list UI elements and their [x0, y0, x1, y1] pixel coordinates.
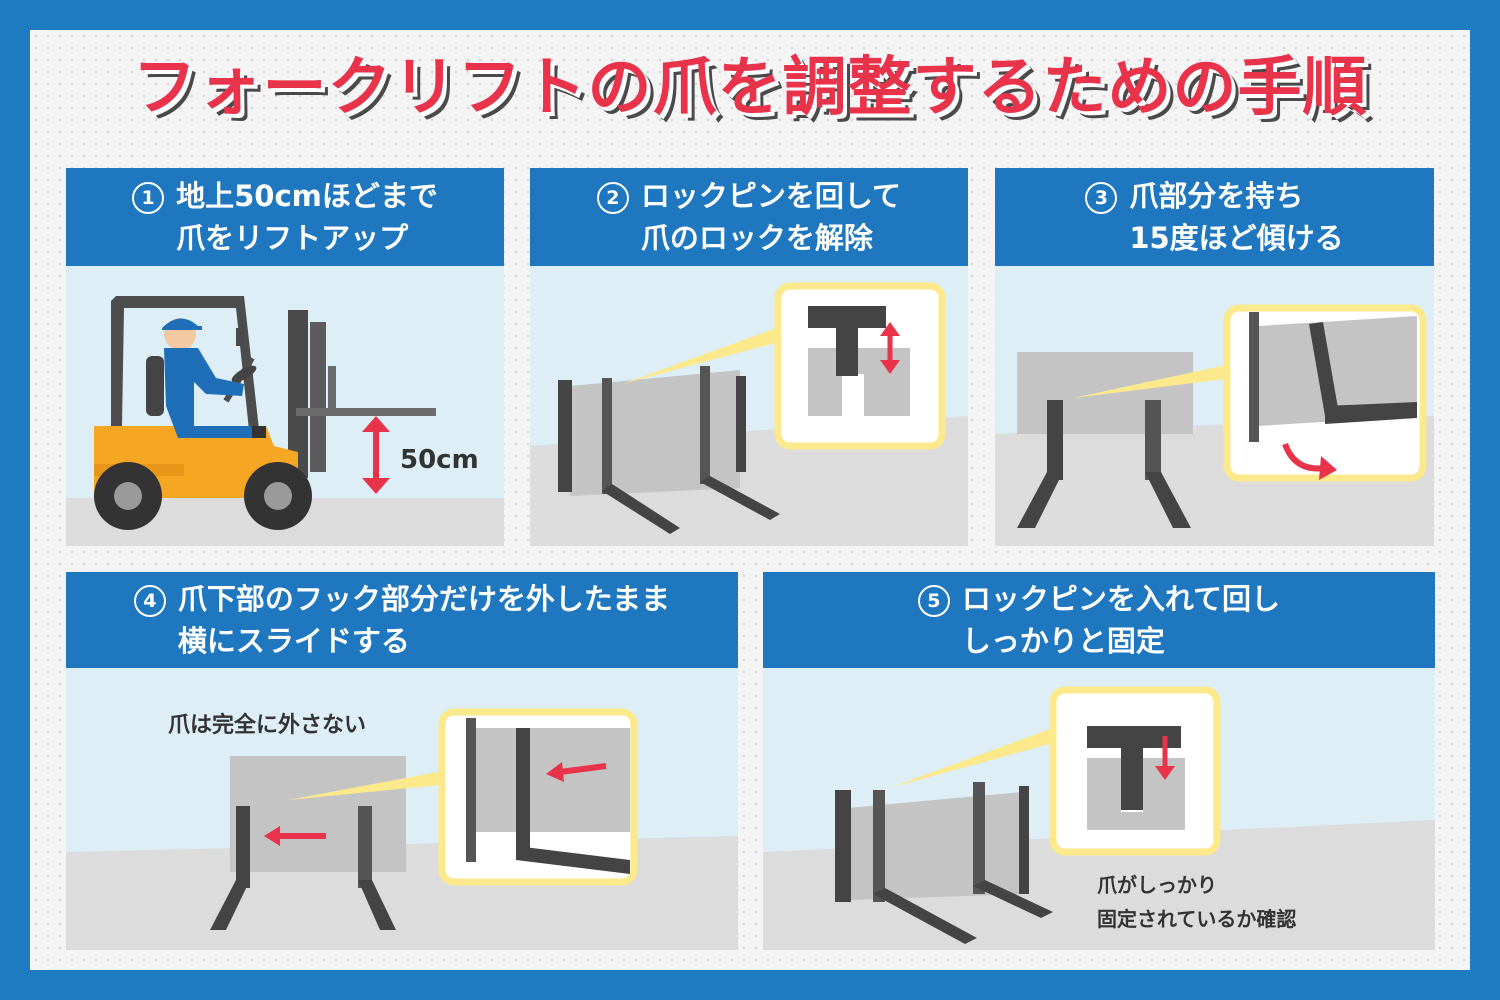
- step-2-illustration: [530, 282, 968, 546]
- driver-icon: [146, 318, 266, 438]
- step-5-line-2: しっかりと固定: [961, 624, 1165, 658]
- step-header-3: 3 爪部分を持ち 15度ほど傾ける: [995, 168, 1434, 266]
- step-5-line-1: ロックピンを入れて回し: [961, 581, 1281, 616]
- forklift-icon: [94, 296, 436, 530]
- step-4-line-2: 横にスライドする: [177, 624, 410, 658]
- step-5-illustration: 爪がしっかり 固定されているか確認: [763, 686, 1435, 950]
- step-4-line-1: 爪下部のフック部分だけを外したまま: [177, 581, 671, 616]
- step-number-4: 4: [133, 584, 166, 617]
- step-header-1: 1 地上50cmほどまで 爪をリフトアップ: [66, 168, 504, 266]
- step-panel-2: 2 ロックピンを回して 爪のロックを解除: [530, 168, 968, 546]
- fork-carriage-icon: [835, 782, 1053, 944]
- fork-carriage-icon: [558, 366, 780, 534]
- step-1-line-2: 爪をリフトアップ: [176, 221, 409, 255]
- step-3-line-2: 15度ほど傾ける: [1129, 221, 1344, 255]
- height-arrow-icon: [362, 416, 390, 494]
- step-panel-4: 4 爪下部のフック部分だけを外したまま 横にスライドする 爪は完全に外さない: [66, 572, 738, 950]
- caution-note: 爪は完全に外さない: [168, 712, 366, 738]
- step-panel-1: 1 地上50cmほどまで 爪をリフトアップ: [66, 168, 504, 546]
- step-2-line-2: 爪のロックを解除: [640, 221, 873, 255]
- step-4-illustration: 爪は完全に外さない: [66, 708, 738, 950]
- step-number-5: 5: [917, 584, 950, 617]
- fork-carriage-icon: [210, 756, 406, 930]
- step-3-illustration: [995, 304, 1434, 546]
- step-header-2: 2 ロックピンを回して 爪のロックを解除: [530, 168, 968, 266]
- up-down-arrow-icon: [880, 322, 900, 374]
- step-number-2: 2: [596, 181, 629, 214]
- step-number-3: 3: [1085, 181, 1118, 214]
- check-note-line-2: 固定されているか確認: [1097, 907, 1296, 931]
- page-title: フォークリフトの爪を調整するための手順: [132, 51, 1368, 125]
- step-1-illustration: 50cm: [66, 296, 504, 546]
- step-panel-5: 5 ロックピンを入れて回し しっかりと固定: [763, 572, 1435, 950]
- check-note-line-1: 爪がしっかり: [1097, 873, 1217, 897]
- fork-carriage-icon: [1249, 312, 1417, 442]
- step-header-5: 5 ロックピンを入れて回し しっかりと固定: [763, 572, 1435, 668]
- fork-carriage-icon: [466, 718, 630, 874]
- lock-pin-icon: [808, 306, 910, 416]
- step-3-line-1: 爪部分を持ち: [1129, 178, 1304, 213]
- step-1-line-1: 地上50cmほどまで: [176, 178, 438, 213]
- slide-arrow-icon: [546, 762, 607, 782]
- lock-pin-icon: [1087, 726, 1185, 830]
- tilt-arrow-icon: [1282, 442, 1337, 480]
- slide-arrow-icon: [264, 826, 326, 846]
- down-arrow-icon: [1155, 736, 1175, 780]
- step-header-4: 4 爪下部のフック部分だけを外したまま 横にスライドする: [66, 572, 738, 668]
- step-number-1: 1: [132, 181, 165, 214]
- height-label: 50cm: [400, 445, 479, 475]
- step-panel-3: 3 爪部分を持ち 15度ほど傾ける: [995, 168, 1434, 546]
- step-2-line-1: ロックピンを回して: [640, 178, 902, 213]
